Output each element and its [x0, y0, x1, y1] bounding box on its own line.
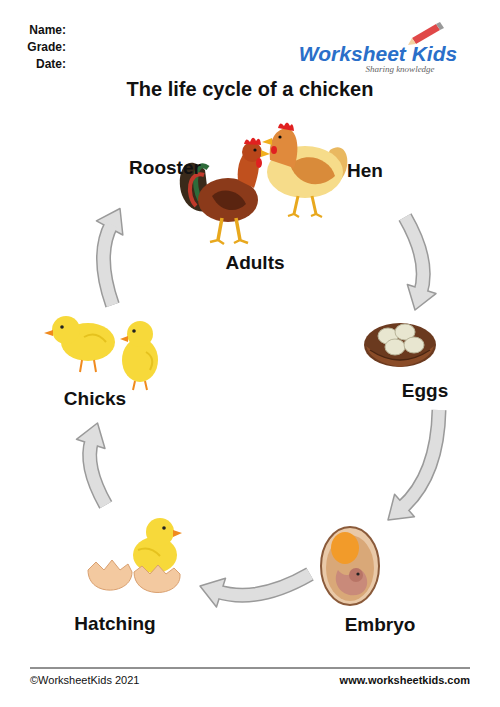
- stage-label: Embryo: [345, 614, 416, 636]
- stage-node: Rooster HenAdults: [120, 115, 405, 285]
- logo-text: Worksheet Kids: [299, 42, 457, 66]
- stage-label: Hen: [347, 160, 383, 182]
- form-field: Name:: [29, 24, 66, 38]
- footer-rule: [30, 668, 470, 669]
- hen-illustration: [262, 123, 347, 218]
- logo-tagline: Sharing knowledge: [365, 64, 434, 74]
- stage-node: Hatching: [55, 505, 200, 640]
- stage-label: Chicks: [64, 388, 126, 410]
- cycle-arrow: [76, 423, 105, 505]
- embryo-illustration: [321, 527, 379, 605]
- stage-node: Embryo: [310, 520, 440, 640]
- stage-label: Adults: [225, 252, 284, 274]
- footer-url: www.worksheetkids.com: [340, 674, 470, 687]
- stage-node: Eggs: [355, 310, 475, 410]
- form-field: Date:: [36, 58, 66, 72]
- cycle-arrow: [405, 217, 436, 310]
- rooster-illustration: [180, 138, 270, 244]
- form-field: Grade:: [27, 41, 66, 55]
- chicks-illustration: [44, 316, 158, 390]
- stage-label: Hatching: [74, 613, 155, 635]
- stage-label: Eggs: [402, 380, 448, 402]
- cycle-arrow: [96, 209, 122, 306]
- diagram-title: The life cycle of a chicken: [127, 78, 374, 101]
- hatching-illustration: [88, 518, 182, 593]
- stage-label: Rooster: [129, 157, 201, 179]
- cycle-arrow: [200, 574, 310, 607]
- nest-illustration: [364, 323, 436, 367]
- footer-copyright: ©WorksheetKids 2021: [30, 674, 139, 687]
- cycle-arrow: [388, 410, 439, 520]
- stage-node: Chicks: [30, 305, 180, 423]
- logo-pencil: [408, 22, 444, 45]
